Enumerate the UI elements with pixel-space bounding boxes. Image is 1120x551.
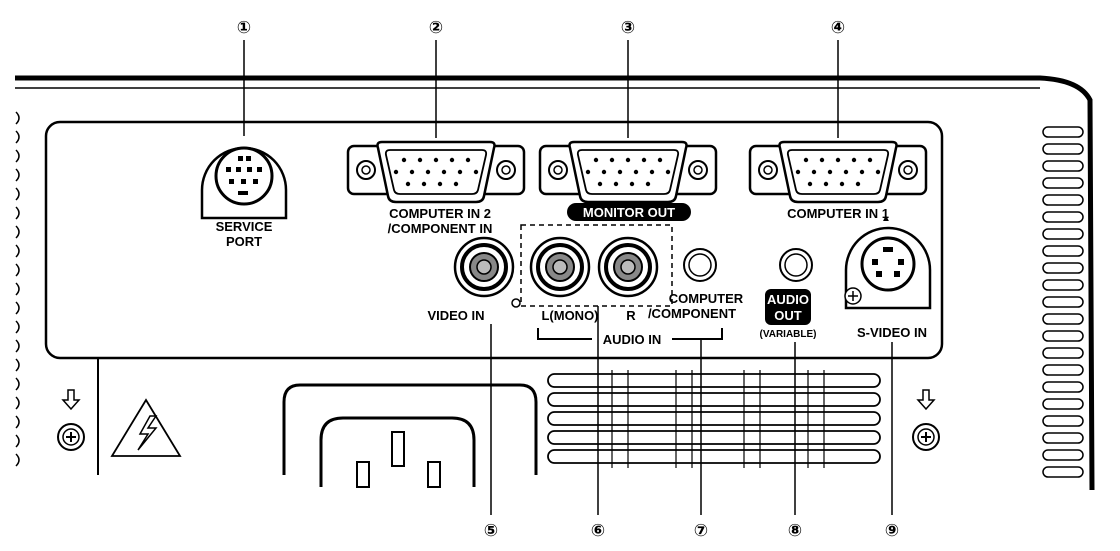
computer-in-2-connector bbox=[346, 140, 526, 204]
audio-in-label: AUDIO IN bbox=[603, 332, 662, 347]
screw-icon bbox=[57, 423, 85, 451]
callout-6: ⑥ bbox=[591, 521, 605, 540]
callout-5: ⑤ bbox=[484, 521, 498, 540]
computer-in-2-label-1: COMPUTER IN 2 bbox=[389, 206, 491, 221]
computer-component-label-2: /COMPONENT bbox=[648, 306, 736, 321]
bottom-vents bbox=[547, 370, 881, 468]
service-port-connector bbox=[200, 146, 288, 220]
audio-r-label: R bbox=[626, 308, 636, 323]
callout-8: ⑧ bbox=[788, 521, 802, 540]
service-port-label-2: PORT bbox=[226, 234, 262, 249]
screw-icon bbox=[912, 423, 940, 451]
computer-component-audio-jack bbox=[683, 248, 717, 282]
left-edge-vents bbox=[15, 111, 20, 467]
s-video-arrow-icon: ▲ bbox=[881, 213, 891, 224]
audio-out-jack bbox=[779, 248, 813, 282]
projector-chassis bbox=[15, 75, 1095, 491]
variable-label: (VARIABLE) bbox=[759, 329, 816, 340]
video-in-label: VIDEO IN bbox=[427, 308, 484, 323]
audio-in-group-box bbox=[520, 224, 673, 307]
right-side-vents bbox=[1042, 126, 1084, 478]
computer-in-2-label-2: /COMPONENT IN bbox=[388, 221, 493, 236]
callout-9: ⑨ bbox=[885, 521, 899, 540]
electric-warning-icon bbox=[110, 398, 182, 457]
computer-in-1-label: COMPUTER IN 1 bbox=[787, 206, 889, 221]
audio-out-label-bg bbox=[765, 289, 811, 325]
ground-arrow-icon bbox=[61, 389, 936, 411]
service-port-label-1: SERVICE bbox=[216, 219, 273, 234]
computer-in-1-connector bbox=[748, 140, 928, 204]
callout-leader-lines bbox=[243, 40, 893, 515]
callout-numbers: ① ② ③ ④ ⑤ ⑥ ⑦ ⑧ ⑨ bbox=[237, 18, 899, 540]
audio-group-marker bbox=[511, 298, 521, 308]
audio-in-bracket bbox=[537, 328, 723, 340]
monitor-out-label-bg bbox=[567, 203, 691, 221]
video-in-jack bbox=[453, 236, 515, 298]
s-video-in-label: S-VIDEO IN bbox=[857, 325, 927, 340]
computer-component-label-1: COMPUTER bbox=[669, 291, 744, 306]
audio-in-l-jack bbox=[529, 236, 591, 298]
port-labels: SERVICE PORT COMPUTER IN 2 /COMPONENT IN… bbox=[216, 205, 927, 347]
monitor-out-connector bbox=[538, 140, 718, 204]
callout-7: ⑦ bbox=[694, 521, 708, 540]
monitor-out-label: MONITOR OUT bbox=[583, 205, 675, 220]
audio-l-label: L(MONO) bbox=[541, 308, 598, 323]
s-video-in-connector bbox=[844, 226, 932, 310]
audio-out-label-2: OUT bbox=[774, 308, 802, 323]
callout-2: ② bbox=[429, 18, 443, 37]
callout-4: ④ bbox=[831, 18, 845, 37]
audio-in-r-jack bbox=[597, 236, 659, 298]
callout-1: ① bbox=[237, 18, 251, 37]
callout-3: ③ bbox=[621, 18, 635, 37]
audio-out-label-1: AUDIO bbox=[767, 292, 809, 307]
